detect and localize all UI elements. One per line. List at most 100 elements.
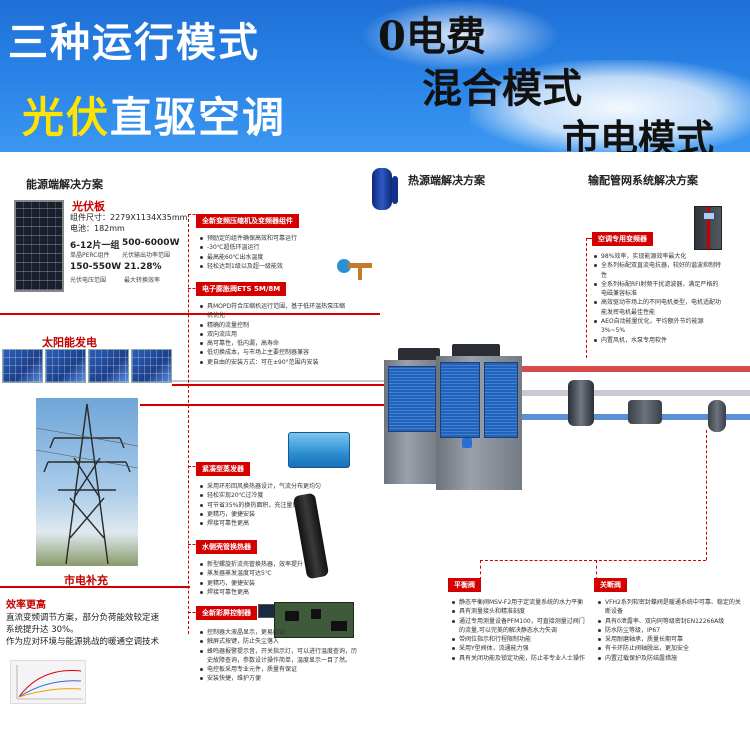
list-item: 双向流应用 <box>200 330 350 339</box>
brand-logo-icon <box>462 438 472 448</box>
dashed-connector <box>480 560 706 561</box>
connector-line <box>0 586 190 588</box>
list-item: 蒸发器蒸发温度可达5℃ <box>200 569 312 578</box>
mode-grid: 市电模式 <box>562 116 715 152</box>
pv-stat-sub: 单晶PERC组件 <box>70 252 110 259</box>
pv-stat-value: 150-550W <box>70 262 122 272</box>
dashed-connector <box>706 430 707 560</box>
list-item: 预励定的组件确保高效和可靠运行 <box>200 234 350 243</box>
grid-supplement-label: 市电补充 <box>64 574 108 587</box>
dashed-connector <box>596 560 597 580</box>
list-item: 轻松达到1级以及超一级能效 <box>200 262 350 271</box>
list-item: 98%效率，实现能源效率最大化 <box>594 252 724 261</box>
dashed-connector <box>586 238 592 239</box>
banner-glow <box>360 0 560 70</box>
list-item: 高可靠性，低内漏，高寿命 <box>200 339 350 348</box>
expansion-valve-image <box>336 256 376 282</box>
efficiency-line: 系统提升达 30%。 <box>6 625 79 635</box>
solar-generation-label: 太阳能发电 <box>42 336 97 349</box>
controller-feature-list: 控制器大液晶显示，更易阅读 触屏式按键，防止失尘落入 蜂鸣器报警提示音，开关指示… <box>200 628 360 684</box>
dashed-connector <box>480 560 481 580</box>
unit-coil <box>440 362 480 438</box>
connector-line <box>0 313 380 315</box>
energy-section-title: 能源端解决方案 <box>26 178 103 191</box>
list-item: 全系列标配RFI射频干扰滤波器，满足严格的电磁兼容标准 <box>594 280 724 299</box>
title-pv-direct-drive: 光伏直驱空调 <box>22 84 286 145</box>
list-item: 蜂鸣器报警提示音，开关指示灯，可以进行温度查询，历史故障查询，参数设计操作简单，… <box>200 647 360 666</box>
component-tag-compressor: 全新变频压缩机及变频器组件 <box>196 214 299 228</box>
list-item: -30℃超低环温运行 <box>200 243 350 252</box>
list-item: 具有0泄露率、双向同等级密封EN12266A级 <box>598 617 744 626</box>
list-item: 最高能60℃出水温度 <box>200 253 350 262</box>
list-item: 轻松实现20℃过冷度 <box>200 491 340 500</box>
unit-coil <box>388 366 436 432</box>
list-item: 具有测量接头和精准刻度 <box>452 607 590 616</box>
pv-stat-sub: 光伏输出功率范围 <box>122 252 171 259</box>
dashed-connector <box>188 544 200 545</box>
efficiency-line: 直流变频调节方案，部分负荷能效较定速 <box>6 613 160 623</box>
list-item: 内置风机，水泵专用软件 <box>594 336 724 345</box>
connector-line <box>172 384 384 386</box>
pv-stat-value: 21.28% <box>124 262 162 272</box>
list-item: 更精巧，便捷安装 <box>200 579 312 588</box>
list-item: 具MOPD符合压缩机运行范围，基于低环温热泵压缩机优化 <box>200 302 350 321</box>
list-item: VFH2系列软密封蝶阀是暖通系统中可靠、稳定的关断设备 <box>598 598 744 617</box>
connector-line <box>140 404 384 406</box>
compressor-feature-list: 预励定的组件确保高效和可靠运行 -30℃超低环温运行 最高能60℃出水温度 轻松… <box>200 234 350 271</box>
connector-line <box>172 380 384 382</box>
dashed-connector <box>188 612 200 613</box>
header-banner: 三种运行模式 光伏直驱空调 0电费 混合模式 市电模式 <box>0 0 750 152</box>
pump-image <box>568 380 594 426</box>
pv-panel-image <box>14 200 64 292</box>
expansion-valve-icon <box>337 259 372 280</box>
pv-stat-value: 6-12片一组 <box>70 241 120 251</box>
list-item: 低切换成本，与市场上主要控制器兼容 <box>200 348 350 357</box>
inverter-image <box>694 206 722 250</box>
list-item: 触屏式按键，防止失尘落入 <box>200 637 360 646</box>
heat-source-section-title: 热源端解决方案 <box>408 174 485 187</box>
solar-array-image <box>2 349 172 383</box>
list-item: 可节省35%的换热面积，充注量更少 <box>200 501 340 510</box>
dashed-connector <box>188 214 189 634</box>
list-item: 带阀位指示和行程限制功能 <box>452 635 590 644</box>
pv-title: 光伏板 <box>72 200 105 213</box>
list-item: 高效驱动市场上的不同电机类型，电机适配功能发挥电机最佳性能 <box>594 298 724 317</box>
efficiency-text: 直流变频调节方案，部分负荷能效较定速 系统提升达 30%。 作为应对环境与能源挑… <box>6 612 174 648</box>
dashed-connector <box>188 288 200 289</box>
pv-stat-sub: 最大转换效率 <box>124 277 161 284</box>
dashed-connector <box>586 238 587 358</box>
efficiency-curve-icon <box>16 665 83 700</box>
list-item: 电控板采用专业元件，质量有保证 <box>200 665 360 674</box>
distribution-section-title: 输配管网系统解决方案 <box>588 174 698 187</box>
balance-valve-feature-list: 静态平衡阀MSV-F2用于定流量系统的水力平衡 具有测量接头和精准刻度 通过专用… <box>452 598 590 663</box>
balance-valve-image <box>628 400 662 424</box>
supply-pipe <box>520 366 750 372</box>
mode-hybrid: 混合模式 <box>422 65 582 112</box>
list-item: 有卡环防止阀轴脱出，更加安全 <box>598 644 744 653</box>
power-tower-image <box>35 398 139 566</box>
list-item: 具有关闭功能及锁定功能，防止非专业人士操作 <box>452 654 590 663</box>
pv-stat-value: 500-6000W <box>122 238 180 248</box>
component-tag-balance-valve: 平衡阀 <box>448 578 481 592</box>
pv-spec-cell: 电池：182mm <box>70 224 125 233</box>
controller-board-image <box>274 602 354 638</box>
inverter-feature-list: 98%效率，实现能源效率最大化 全系列标配双直流电抗器，较好的谐波抑制特性 全系… <box>594 252 724 345</box>
list-item: 内置过载保护及防结露措施 <box>598 654 744 663</box>
list-item: 焊接可靠性更高 <box>200 519 340 528</box>
component-tag-evaporator: 紧凑型蒸发器 <box>196 462 250 476</box>
evaporator-image <box>288 432 350 468</box>
fan-icon <box>398 348 440 362</box>
butterfly-valve-image <box>708 400 726 432</box>
component-tag-eev: 电子膨胀阀ETS 5M/8M <box>196 282 287 296</box>
title-pv-red: 光伏 <box>22 93 111 142</box>
efficiency-title: 效率更高 <box>6 600 46 611</box>
pv-spec-size: 组件尺寸：2279X1134X35mm <box>70 213 188 222</box>
fan-icon <box>452 344 500 358</box>
shell-tube-feature-list: 新型螺旋折流壳管换热器，效率提升 蒸发器蒸发温度可达5℃ 更精巧，便捷安装 焊接… <box>200 560 312 597</box>
list-item: 全系列标配双直流电抗器，较好的谐波抑制特性 <box>594 261 724 280</box>
compressor-image <box>392 176 398 204</box>
compressor-image <box>372 168 392 210</box>
component-tag-controller: 全新彩屏控制器 <box>196 606 257 620</box>
dashed-connector <box>188 466 200 467</box>
component-tag-inverter: 空调专用变频器 <box>592 232 653 246</box>
